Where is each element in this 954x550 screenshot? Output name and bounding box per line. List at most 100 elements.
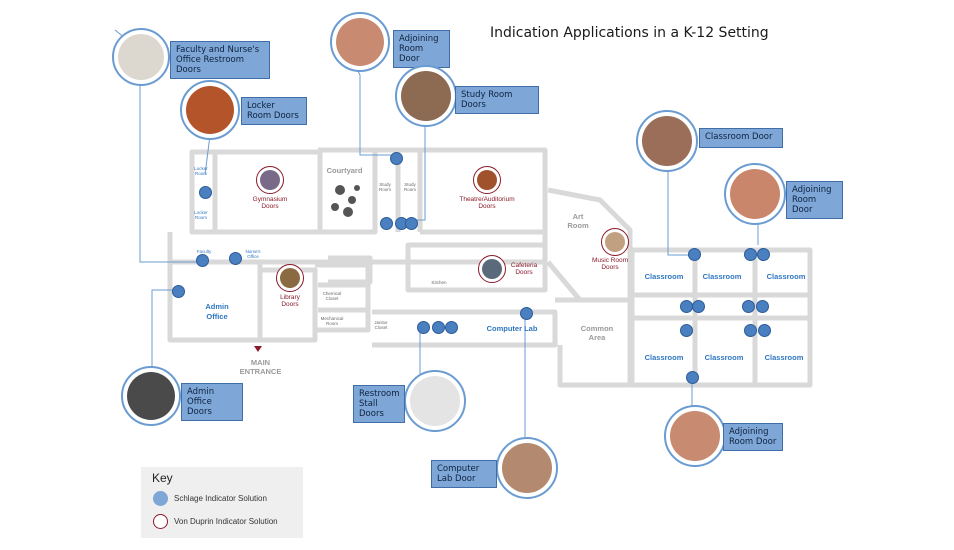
schlage-marker-classroom-3 bbox=[757, 248, 770, 261]
faculty-restroom-photo bbox=[112, 28, 170, 86]
entrance-arrow bbox=[254, 346, 262, 352]
leader-locker bbox=[204, 134, 211, 176]
cafeteria-doors-icon bbox=[478, 255, 506, 283]
study-room-callout: Study Room Doors bbox=[455, 86, 539, 114]
room-classroom-1: Classroom bbox=[644, 272, 684, 281]
room-mechanical: Mechanical Room bbox=[320, 316, 344, 326]
schlage-swatch-icon bbox=[153, 491, 168, 506]
wall-admin bbox=[167, 262, 263, 343]
adjoining-top-photo bbox=[330, 12, 390, 72]
study-room-photo bbox=[395, 65, 457, 127]
wall-theatre bbox=[420, 147, 548, 235]
wall-locker bbox=[192, 149, 218, 232]
adjoining-bottom-photo bbox=[664, 405, 726, 467]
library-doors-icon bbox=[276, 264, 304, 292]
legend-label-von-duprin: Von Duprin Indicator Solution bbox=[174, 517, 278, 526]
schlage-marker-courtyard bbox=[390, 152, 403, 165]
restroom-stall-photo bbox=[404, 370, 466, 432]
schlage-marker-restroom-3 bbox=[445, 321, 458, 334]
room-computer-lab: Computer Lab bbox=[486, 324, 538, 333]
locker-room-photo bbox=[180, 80, 240, 140]
computer-lab-photo bbox=[496, 437, 558, 499]
room-common: Common Area bbox=[580, 324, 614, 342]
faculty-restroom-callout: Faculty and Nurse's Office Restroom Door… bbox=[170, 41, 270, 79]
theatre-doors-icon bbox=[473, 166, 501, 194]
room-kitchen: Kitchen bbox=[431, 280, 447, 285]
adjoining-bottom-callout: Adjoining Room Door bbox=[723, 423, 783, 451]
room-courtyard: Courtyard bbox=[326, 166, 363, 175]
legend-label-schlage: Schlage Indicator Solution bbox=[174, 494, 267, 503]
schlage-marker-admin bbox=[172, 285, 185, 298]
room-faculty: Faculty bbox=[196, 249, 212, 254]
room-classroom-5: Classroom bbox=[704, 353, 744, 362]
restroom-stall-callout: Restroom Stall Doors bbox=[353, 385, 405, 423]
adjoining-right-photo bbox=[724, 163, 786, 225]
library-doors-label: Library Doors bbox=[280, 294, 300, 308]
von-duprin-swatch-icon bbox=[153, 514, 168, 529]
schlage-marker-classroom-5 bbox=[692, 300, 705, 313]
main-entrance: MAIN ENTRANCE bbox=[239, 358, 282, 376]
legend-title: Key bbox=[152, 471, 173, 485]
leader-adjoining-top bbox=[354, 64, 395, 156]
schlage-marker-study-1 bbox=[380, 217, 393, 230]
wall-cafeteria bbox=[405, 242, 548, 293]
schlage-marker-adjoining bbox=[686, 371, 699, 384]
schlage-marker-classroom-7 bbox=[756, 300, 769, 313]
room-classroom-6: Classroom bbox=[764, 353, 804, 362]
legend-item-schlage: Schlage Indicator Solution bbox=[153, 491, 267, 506]
schlage-marker-classroom-1 bbox=[688, 248, 701, 261]
room-chemical-closet: Chemical Closet bbox=[322, 291, 342, 301]
wall-classrooms bbox=[629, 247, 813, 388]
adjoining-top-callout: Adjoining Room Door bbox=[393, 30, 450, 68]
schlage-marker-restroom-2 bbox=[432, 321, 445, 334]
diagram-title: Indication Applications in a K-12 Settin… bbox=[490, 25, 769, 41]
locker-room-callout: Locker Room Doors bbox=[241, 97, 307, 125]
wall-courtyard bbox=[318, 147, 378, 235]
room-classroom-2: Classroom bbox=[702, 272, 742, 281]
schlage-marker-faculty bbox=[196, 254, 209, 267]
schlage-marker-complab bbox=[520, 307, 533, 320]
music-doors-icon bbox=[601, 228, 629, 256]
wall-common bbox=[555, 297, 633, 388]
room-nurses-office: Nurse's Office bbox=[245, 249, 261, 259]
computer-lab-callout: Computer Lab Door bbox=[431, 460, 497, 488]
classroom-door-photo bbox=[636, 110, 698, 172]
admin-office-photo bbox=[121, 366, 181, 426]
room-study-a: Study Room bbox=[378, 182, 391, 192]
schlage-marker-nurse bbox=[229, 252, 242, 265]
schlage-marker-classroom-9 bbox=[744, 324, 757, 337]
room-art: Art Room bbox=[567, 212, 589, 230]
wall-stair bbox=[328, 255, 373, 285]
schlage-marker-classroom-2 bbox=[744, 248, 757, 261]
wall-closets bbox=[315, 262, 371, 333]
legend-item-von-duprin: Von Duprin Indicator Solution bbox=[153, 514, 278, 529]
music-doors-label: Music Room Doors bbox=[591, 257, 629, 271]
room-locker-a: Locker Room bbox=[194, 166, 208, 176]
schlage-marker-study-3 bbox=[405, 217, 418, 230]
schlage-marker-classroom-6 bbox=[742, 300, 755, 313]
wall-lower-row bbox=[372, 309, 558, 348]
gymnasium-doors-icon bbox=[256, 166, 284, 194]
adjoining-right-callout: Adjoining Room Door bbox=[786, 181, 843, 219]
schlage-marker-locker bbox=[199, 186, 212, 199]
room-locker-b: Locker Room bbox=[194, 210, 208, 220]
room-study-b: Study Room bbox=[403, 182, 416, 192]
leader-admin bbox=[151, 289, 178, 380]
courtyard-trees bbox=[331, 185, 360, 217]
schlage-marker-classroom-10 bbox=[758, 324, 771, 337]
schlage-marker-restroom-1 bbox=[417, 321, 430, 334]
schlage-marker-classroom-8 bbox=[680, 324, 693, 337]
room-admin: Admin Office bbox=[205, 302, 229, 321]
room-classroom-3: Classroom bbox=[766, 272, 806, 281]
room-janitor-closet: Janitor Closet bbox=[374, 320, 388, 330]
cafeteria-doors-label: Cafeteria Doors bbox=[510, 262, 538, 276]
gymnasium-doors-label: Gymnasium Doors bbox=[252, 196, 288, 210]
legend: Key Schlage Indicator Solution Von Dupri… bbox=[141, 467, 303, 538]
theatre-doors-label: Theatre/Auditorium Doors bbox=[459, 196, 515, 210]
room-classroom-4: Classroom bbox=[644, 353, 684, 362]
classroom-door-callout: Classroom Door bbox=[699, 128, 783, 148]
admin-office-callout: Admin Office Doors bbox=[181, 383, 243, 421]
leader-classroom bbox=[667, 165, 692, 256]
